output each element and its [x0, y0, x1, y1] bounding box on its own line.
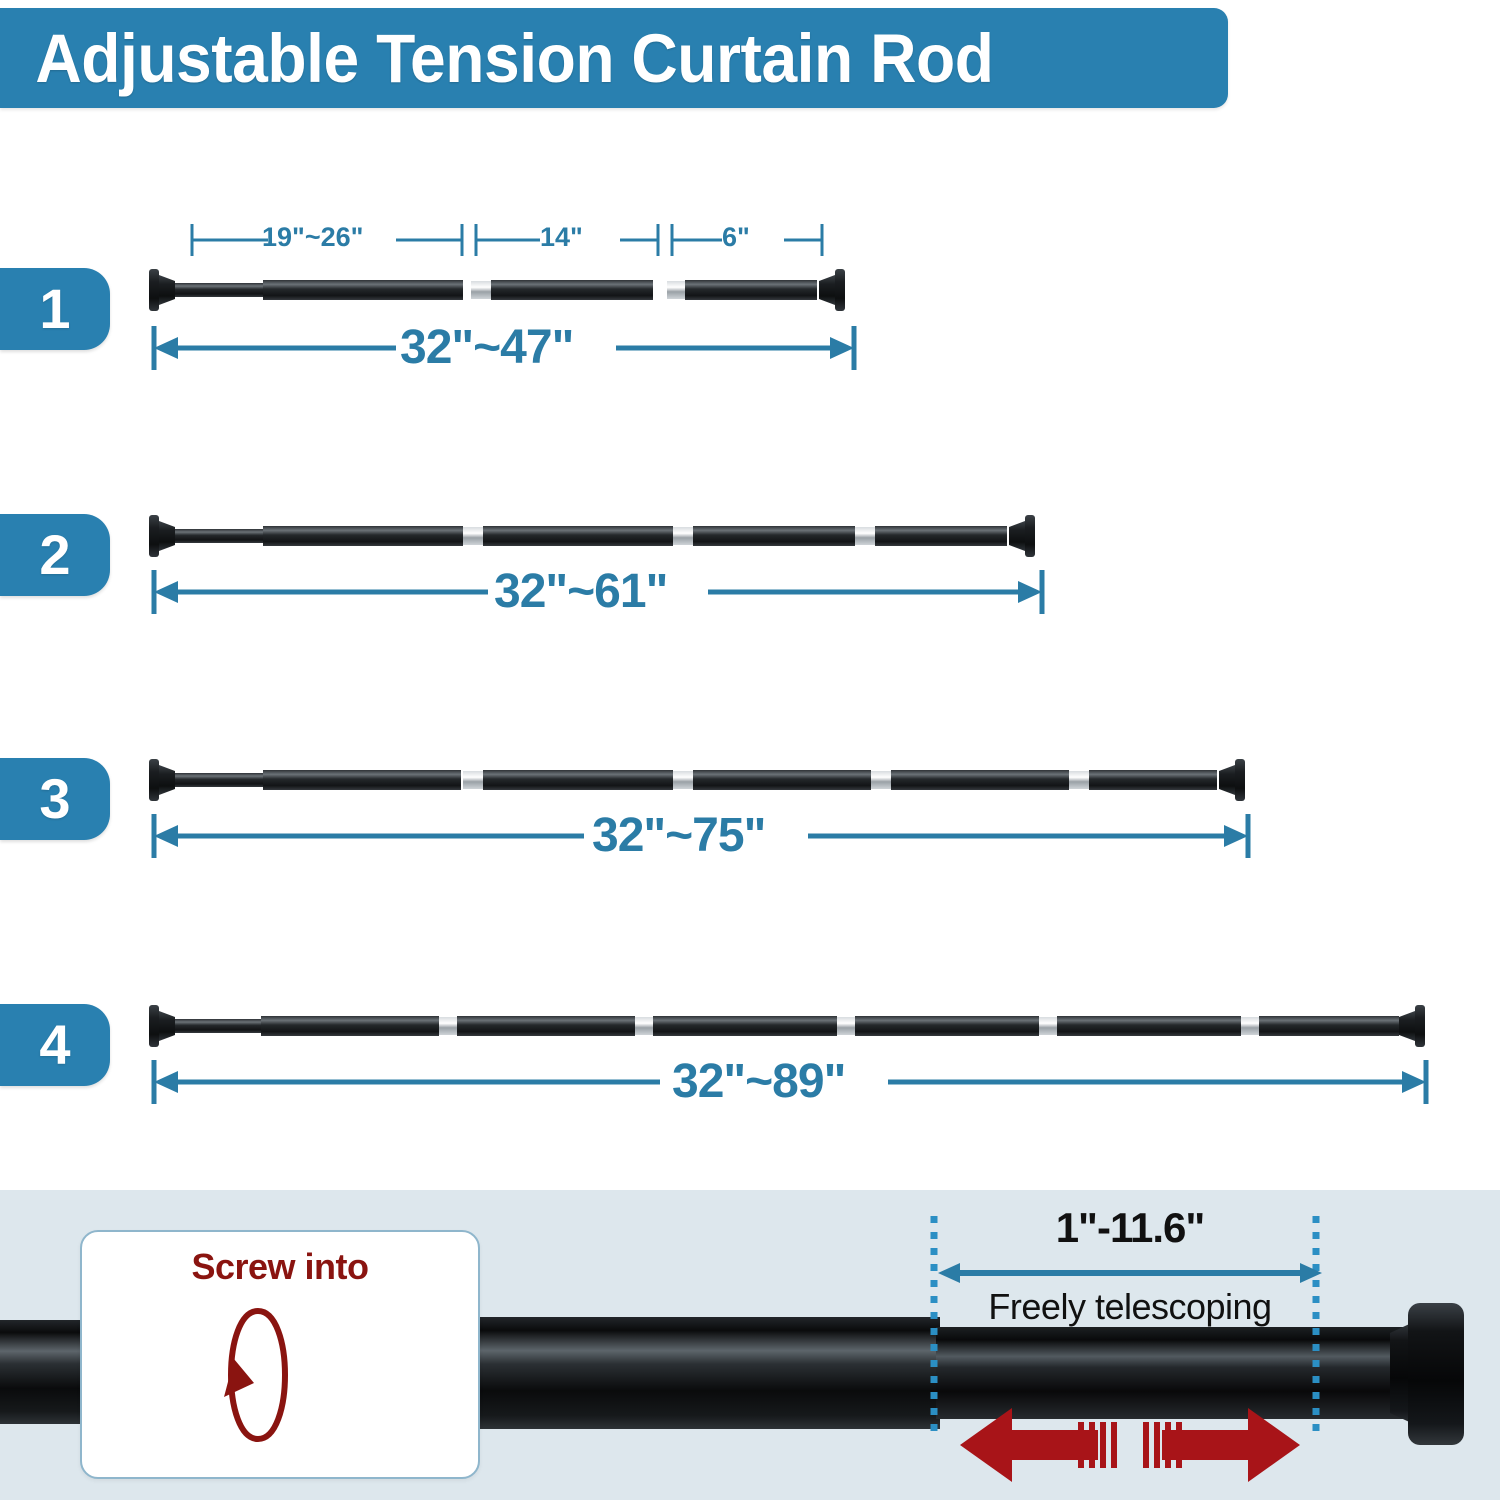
rod-svg-4 — [149, 1005, 1425, 1047]
row-3-total-dimension-svg — [151, 814, 1251, 858]
row-4-total-dimension — [148, 1056, 1432, 1108]
row-3-total-dimension — [148, 810, 1254, 862]
step-badge-4: 4 — [0, 1004, 110, 1086]
rod-svg-3 — [149, 759, 1245, 801]
telescoping-value: 1"-11.6" — [1055, 1204, 1206, 1251]
rod-illustration-2 — [145, 508, 1045, 564]
telescoping-guide-lines — [930, 1216, 1320, 1440]
row-2-total-dimension — [148, 566, 1048, 618]
row-1-total-label: 32"~47" — [400, 321, 574, 374]
row-1-segment-dimension-svg — [190, 224, 824, 256]
row-1-segment-dimensions — [150, 218, 865, 260]
row-2-total-label: 32"~61" — [494, 565, 668, 618]
step-badge-4-label: 4 — [39, 1013, 71, 1076]
telescoping-dimension: 1"-11.6" Freely telescoping — [930, 1204, 1330, 1355]
telescoping-arrow — [938, 1263, 1322, 1283]
row-4-total-dimension-svg — [151, 1060, 1429, 1104]
rotation-arrow-icon — [224, 1308, 288, 1443]
row-1-segment-label-1: 14" — [540, 222, 583, 252]
row-1-total-dimension-svg — [151, 326, 857, 370]
bottom-detail-panel: 1"-11.6" Freely telescoping Screw into — [0, 1190, 1500, 1500]
rod-illustration-1 — [145, 262, 865, 318]
screw-into-callout: Screw into — [80, 1230, 480, 1479]
rod-svg-1 — [149, 269, 845, 311]
step-badge-3: 3 — [0, 758, 110, 840]
row-4-total-label: 32"~89" — [672, 1055, 846, 1108]
telescoping-caption: Freely telescoping — [988, 1286, 1272, 1327]
header-banner: Adjustable Tension Curtain Rod — [0, 8, 1228, 108]
row-1-segment-label-2: 6" — [722, 222, 750, 252]
page-title: Adjustable Tension Curtain Rod — [35, 19, 994, 97]
rod-illustration-4 — [145, 998, 1435, 1054]
step-badge-1: 1 — [0, 268, 110, 350]
rod-svg-2 — [149, 515, 1035, 557]
rod-illustration-3 — [145, 752, 1255, 808]
step-badge-1-label: 1 — [39, 277, 71, 340]
step-badge-2: 2 — [0, 514, 110, 596]
row-3-total-label: 32"~75" — [592, 809, 766, 862]
row-2-total-dimension-svg — [151, 570, 1045, 614]
screw-into-label: Screw into — [191, 1246, 369, 1287]
row-1-total-dimension — [148, 322, 860, 374]
step-badge-2-label: 2 — [39, 523, 71, 586]
row-1-segment-label-0: 19"~26" — [262, 222, 364, 252]
step-badge-3-label: 3 — [39, 767, 71, 830]
telescoping-direction-arrows — [960, 1408, 1300, 1482]
